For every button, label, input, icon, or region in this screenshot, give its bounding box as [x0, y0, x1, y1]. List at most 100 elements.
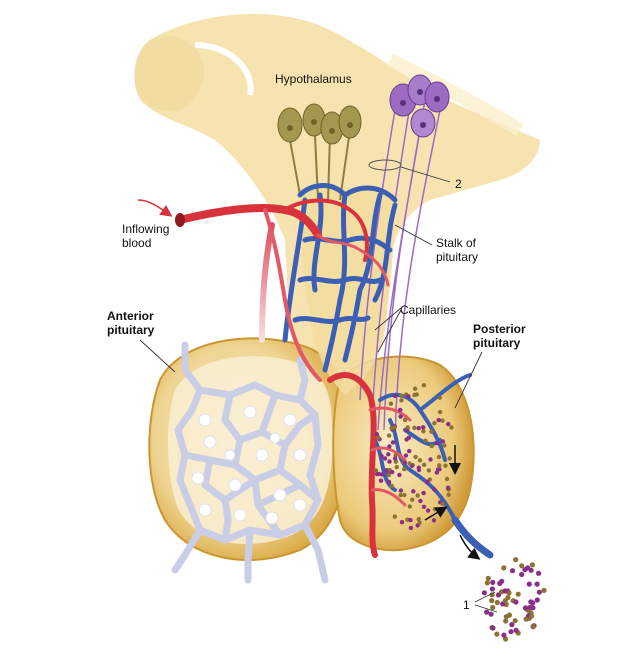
- gland-cell-nuclei: [191, 405, 307, 525]
- granule-dot: [389, 483, 394, 489]
- granule-dot: [421, 490, 426, 496]
- granule-dot: [410, 497, 415, 502]
- granule-dot: [421, 504, 427, 509]
- granule-dot: [421, 429, 426, 434]
- granule-dot: [392, 393, 398, 399]
- granule-dot: [440, 501, 445, 506]
- granule-dot: [484, 580, 490, 586]
- flow-arrows: [137, 199, 481, 560]
- granule-dot: [379, 453, 384, 459]
- granule-dot: [523, 605, 529, 611]
- granule-dot: [393, 453, 398, 458]
- granule-dot: [432, 507, 438, 512]
- granule-dot: [426, 468, 432, 473]
- granule-dot: [501, 565, 507, 571]
- granule-dot: [484, 609, 490, 615]
- granule-dot: [513, 599, 519, 605]
- granule-dot: [536, 589, 542, 595]
- granule-dot: [515, 591, 521, 597]
- granule-dot: [444, 476, 450, 482]
- granule-dot: [522, 567, 528, 573]
- granule-dot: [541, 587, 547, 594]
- granule-dot: [436, 417, 441, 423]
- granule-dot: [378, 478, 384, 483]
- granule-dot: [418, 498, 423, 504]
- granule-dot: [417, 520, 422, 525]
- granule-dot: [490, 604, 496, 611]
- granule-dot: [490, 625, 496, 631]
- granule-dot: [423, 438, 428, 443]
- granule-dot: [529, 562, 536, 568]
- granule-dot: [399, 393, 404, 398]
- granule-dot: [489, 598, 495, 604]
- granule-dot: [392, 456, 398, 461]
- granule-dot: [488, 611, 494, 617]
- granule-dot: [384, 468, 389, 473]
- leader-lines: [139, 166, 498, 613]
- granule-dot: [528, 599, 534, 605]
- granule-dot: [387, 459, 392, 464]
- granule-dot: [374, 471, 380, 477]
- granule-dot: [443, 463, 448, 468]
- granule-dot: [411, 489, 416, 494]
- granule-dot: [534, 581, 540, 587]
- granule-dot: [398, 414, 403, 419]
- granule-dot: [387, 444, 392, 449]
- granule-dot: [494, 599, 500, 606]
- granule-dot: [416, 465, 421, 470]
- granule-dot: [435, 467, 441, 472]
- granule-dot: [440, 439, 445, 444]
- arteries: [175, 198, 412, 558]
- granule-dot: [405, 425, 410, 430]
- granule-dot: [394, 464, 399, 470]
- granule-dot: [485, 575, 491, 581]
- label-capillaries: Capillaries: [400, 303, 457, 317]
- granule-dot: [442, 443, 447, 448]
- label-inflowing-blood: Inflowing blood: [122, 222, 170, 250]
- granule-dot: [519, 571, 525, 578]
- granule-dot: [523, 616, 529, 622]
- granule-dot: [513, 557, 519, 563]
- granule-dot: [494, 631, 500, 637]
- granule-dot: [421, 383, 427, 388]
- granule-dot: [425, 479, 430, 484]
- granule-dot: [481, 590, 487, 596]
- hormone-granules: [373, 383, 547, 642]
- granule-dot: [526, 581, 532, 587]
- granule-dot: [386, 479, 392, 485]
- granule-dot: [437, 463, 442, 468]
- granule-dot: [406, 394, 411, 399]
- granule-dot: [386, 433, 392, 438]
- granule-dot: [502, 598, 508, 604]
- granule-dot: [412, 425, 417, 430]
- granule-dot: [509, 568, 516, 574]
- label-1: 1: [463, 598, 470, 612]
- granule-dot: [509, 622, 515, 628]
- granule-dot: [489, 592, 495, 598]
- granule-dot: [416, 516, 421, 522]
- granule-dot: [508, 629, 514, 635]
- granule-dot: [390, 440, 396, 445]
- granule-dot: [398, 407, 403, 413]
- granule-dot: [437, 395, 442, 400]
- granule-dot: [421, 462, 427, 467]
- granule-dot: [434, 440, 440, 446]
- granule-dot: [428, 457, 433, 462]
- granule-dot: [404, 437, 409, 442]
- granule-dot: [388, 401, 394, 406]
- hypothalamic-neurons-olive: [277, 103, 362, 201]
- granule-dot: [399, 398, 404, 403]
- granule-dot: [440, 418, 445, 423]
- granule-dot: [402, 460, 407, 465]
- label-posterior-pituitary: Posterior pituitary: [473, 322, 526, 350]
- granule-dot: [432, 421, 437, 426]
- granule-dot: [408, 517, 413, 523]
- granule-dot: [415, 493, 420, 498]
- granule-dot: [502, 588, 508, 594]
- granule-dot: [412, 386, 418, 391]
- granule-dot: [399, 520, 405, 525]
- granule-dot: [402, 417, 408, 423]
- granule-dot: [530, 623, 536, 629]
- granule-dot: [402, 492, 407, 498]
